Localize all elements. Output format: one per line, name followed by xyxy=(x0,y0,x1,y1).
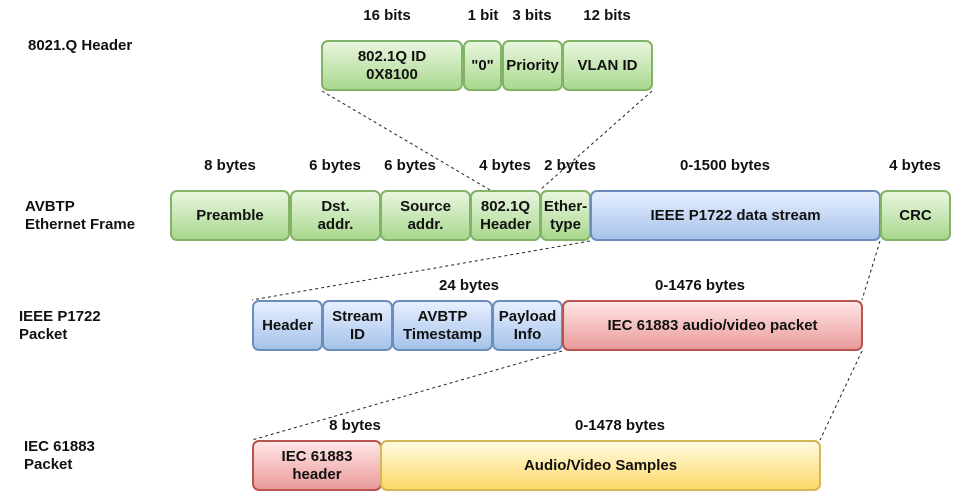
size-label: 3 bits xyxy=(512,7,552,24)
field-priority: Priority xyxy=(502,40,563,91)
size-label: 0-1500 bytes xyxy=(679,157,771,174)
field-ethertype: Ether- type xyxy=(540,190,591,241)
size-label: 8 bytes xyxy=(329,417,381,434)
size-label: 4 bytes xyxy=(889,157,941,174)
size-label: 0-1478 bytes xyxy=(574,417,666,434)
field-dst-addr: Dst. addr. xyxy=(290,190,381,241)
size-label: 24 bytes xyxy=(438,277,500,294)
row-label-vlan-header: 8021.Q Header xyxy=(28,37,133,54)
size-label: 8 bytes xyxy=(204,157,256,174)
field-vlan-id: VLAN ID xyxy=(562,40,653,91)
connector-line xyxy=(539,90,653,191)
row-label-ethernet-frame: AVBTP Ethernet Frame xyxy=(25,198,136,233)
field-crc: CRC xyxy=(880,190,951,241)
field-iec61883-header: IEC 61883 header xyxy=(252,440,382,491)
size-label: 12 bits xyxy=(583,7,631,24)
field-zero-bit: "0" xyxy=(463,40,502,91)
size-label: 6 bytes xyxy=(384,157,436,174)
size-label: 2 bytes xyxy=(544,157,596,174)
field-8021q-header: 802.1Q Header xyxy=(470,190,541,241)
size-label: 6 bytes xyxy=(309,157,361,174)
size-label: 1 bit xyxy=(467,7,499,24)
field-payload-info: Payload Info xyxy=(492,300,563,351)
field-audio-video-samples: Audio/Video Samples xyxy=(380,440,821,491)
field-8021q-id: 802.1Q ID 0X8100 xyxy=(321,40,463,91)
size-label: 16 bits xyxy=(363,7,411,24)
field-preamble: Preamble xyxy=(170,190,290,241)
connector-line xyxy=(251,240,591,301)
connector-line xyxy=(321,90,491,191)
size-label: 4 bytes xyxy=(479,157,531,174)
size-label: 0-1476 bytes xyxy=(654,277,746,294)
connector-line xyxy=(251,350,563,441)
connector-line xyxy=(861,240,881,301)
field-iec61883-av-packet: IEC 61883 audio/video packet xyxy=(562,300,863,351)
field-source-addr: Source addr. xyxy=(380,190,471,241)
row-label-p1722-packet: IEEE P1722 Packet xyxy=(19,308,101,343)
connector-line xyxy=(819,350,863,441)
field-stream-id: Stream ID xyxy=(322,300,393,351)
field-ieee-p1722-data-stream: IEEE P1722 data stream xyxy=(590,190,881,241)
field-avbtp-timestamp: AVBTP Timestamp xyxy=(392,300,493,351)
field-p1722-header: Header xyxy=(252,300,323,351)
row-label-iec-packet: IEC 61883 Packet xyxy=(24,438,95,473)
